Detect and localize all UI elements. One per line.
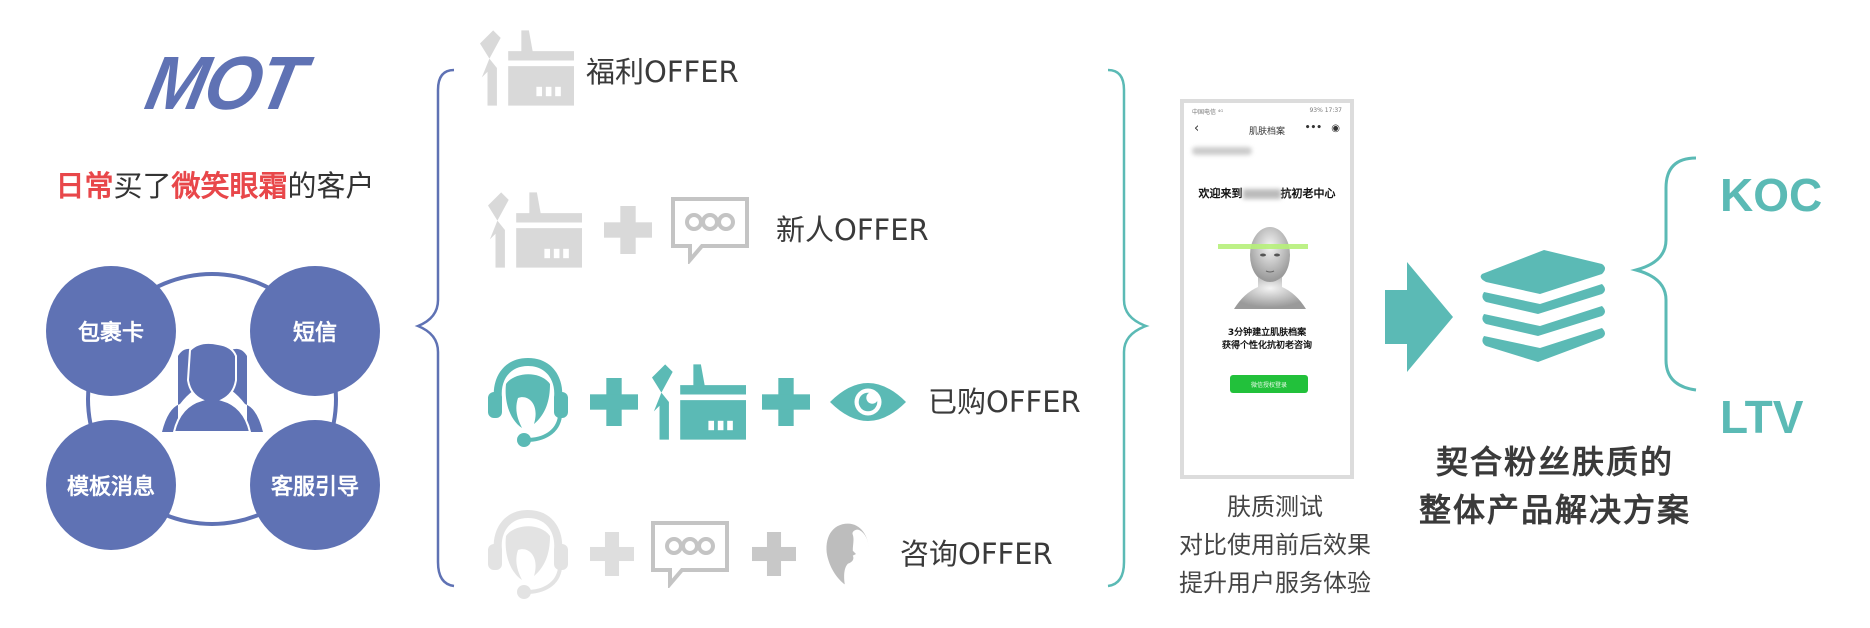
channel-node-customer-service: 客服引导 [250, 420, 380, 550]
channel-label: 客服引导 [270, 475, 359, 500]
more-icon[interactable]: ••• [1304, 123, 1322, 133]
outcome-brace [1630, 156, 1697, 392]
phone-nav-bar: ‹ 肌肤档案 ••• ◉ [1184, 121, 1350, 141]
plus-icon [762, 378, 810, 426]
left-brace [414, 68, 455, 588]
offer-row-purchased: 已购OFFER [488, 354, 1081, 450]
gift-fu-icon [652, 364, 746, 440]
close-target-icon[interactable]: ◉ [1331, 123, 1340, 134]
scan-line [1218, 244, 1308, 249]
phone-status-bar: 中国电信 ⁴ᴳ 93% 17:37 [1192, 107, 1342, 116]
customer-service-icon [488, 354, 568, 450]
subtitle-part-daily: 日常 [55, 169, 114, 203]
gift-fu-icon [488, 192, 582, 268]
woman-profile-icon [824, 520, 872, 588]
face-scan-image [1234, 227, 1306, 309]
blurred-brand-name [1242, 189, 1281, 199]
chat-bubble-icon [650, 520, 730, 588]
outcome-ltv: LTV [1720, 391, 1804, 443]
offer-label: 新人OFFER [776, 213, 929, 247]
blurred-brand [1192, 147, 1252, 155]
phone-mockup: 中国电信 ⁴ᴳ 93% 17:37 ‹ 肌肤档案 ••• ◉ 欢迎来到 抗初老中心… [1180, 99, 1354, 479]
channel-node-package-card: 包裹卡 [46, 266, 176, 396]
phone-welcome-text: 欢迎来到 抗初老中心 [1184, 185, 1350, 201]
welcome-prefix: 欢迎来到 [1198, 187, 1243, 200]
welcome-suffix: 抗初老中心 [1280, 187, 1336, 200]
offer-label: 已购OFFER [928, 385, 1081, 419]
subtitle-part-customer: 的客户 [287, 169, 375, 203]
offer-label: 福利OFFER [586, 55, 739, 89]
layers-icon [1480, 250, 1605, 362]
subtitle-part-product: 微笑眼霜 [171, 169, 288, 203]
channel-label: 短信 [292, 321, 337, 346]
solution-line: 契合粉丝肤质的 [1435, 443, 1674, 481]
offer-row-welfare: 福利OFFER [480, 30, 739, 106]
wechat-login-button[interactable]: 微信授权登录 [1230, 375, 1308, 393]
channel-node-sms: 短信 [250, 266, 380, 396]
offer-row-consultation: 咨询OFFER [488, 506, 1053, 602]
outcome-koc: KOC [1720, 169, 1823, 221]
subtitle-part-bought: 买了 [113, 169, 172, 203]
back-icon[interactable]: ‹ [1194, 121, 1200, 136]
status-battery-time: 93% 17:37 [1309, 107, 1342, 114]
channel-label: 模板消息 [66, 475, 155, 500]
desc-line: 获得个性化抗初老咨询 [1221, 341, 1312, 351]
arrow-right-icon [1385, 262, 1453, 372]
chat-bubble-icon [670, 196, 750, 264]
target-customer-subtitle: 日常买了微笑眼霜的客户 [30, 166, 400, 206]
phone-nav-title: 肌肤档案 [1248, 127, 1285, 137]
offer-row-newcomer: 新人OFFER [488, 192, 929, 268]
eye-icon [830, 380, 906, 424]
customer-service-icon [488, 506, 568, 602]
solution-line: 整体产品解决方案 [1418, 491, 1691, 529]
channel-label: 包裹卡 [77, 321, 144, 346]
phone-description: 3分钟建立肌肤档案 获得个性化抗初老咨询 [1184, 327, 1350, 353]
offer-label: 咨询OFFER [900, 537, 1053, 571]
gift-fu-icon [480, 30, 574, 106]
mot-logo: MOT [139, 42, 311, 126]
customer-group-icon [162, 341, 263, 432]
plus-icon [590, 532, 634, 576]
right-brace [1107, 68, 1150, 588]
caption-line: 对比使用前后效果 [1179, 531, 1371, 559]
desc-line: 3分钟建立肌肤档案 [1227, 328, 1307, 338]
caption-line: 肤质测试 [1227, 493, 1323, 521]
plus-icon [752, 532, 796, 576]
status-carrier: 中国电信 ⁴ᴳ [1192, 109, 1224, 116]
plus-icon [604, 206, 652, 254]
plus-icon [590, 378, 638, 426]
channel-ring [86, 272, 338, 526]
phone-caption: 肤质测试 对比使用前后效果 提升用户服务体验 [1150, 488, 1400, 602]
solution-text: 契合粉丝肤质的 整体产品解决方案 [1395, 438, 1715, 534]
caption-line: 提升用户服务体验 [1179, 569, 1371, 597]
channel-node-template-message: 模板消息 [46, 420, 176, 550]
